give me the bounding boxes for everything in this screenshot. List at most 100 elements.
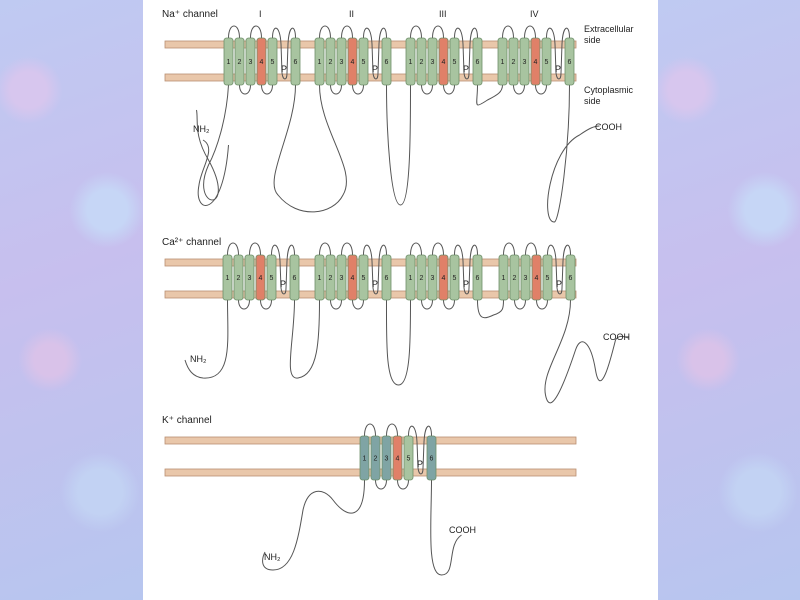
- connecting-loop: [502, 25, 514, 39]
- segment-label: 1: [318, 275, 322, 282]
- segment-s6-helix: [472, 37, 483, 86]
- segment-label: 6: [476, 275, 480, 282]
- pore-label: P: [463, 64, 469, 74]
- connecting-loop: [364, 423, 376, 437]
- connecting-loop: [261, 84, 273, 95]
- segment-s5-helix: [266, 254, 277, 301]
- segment-s6-helix: [290, 37, 301, 86]
- domain-label-i: I: [259, 9, 262, 19]
- connecting-loop: [514, 299, 526, 310]
- pore-label: P: [555, 64, 561, 74]
- pore-loop: [454, 244, 478, 295]
- segment-label: 6: [385, 275, 389, 282]
- connecting-loop: [397, 479, 409, 490]
- k-membrane-inner-leaflet: [164, 468, 577, 477]
- segment-s5-helix: [542, 254, 553, 301]
- segment-s5-helix: [267, 37, 278, 86]
- segment-s3-helix: [245, 37, 256, 86]
- ca-membrane-inner-leaflet: [164, 290, 577, 299]
- na-membrane-inner-leaflet: [164, 73, 577, 82]
- connecting-loop: [535, 84, 547, 95]
- segment-s6-helix: [381, 254, 392, 301]
- segment-label: 1: [409, 59, 413, 66]
- connecting-loop: [250, 25, 262, 39]
- pore-label: P: [463, 279, 469, 289]
- segment-s3-helix: [520, 254, 531, 301]
- segment-s6-helix: [381, 37, 392, 86]
- segment-s5-helix: [358, 37, 369, 86]
- connecting-loop: [536, 299, 548, 310]
- segment-s1-helix: [497, 37, 508, 86]
- connecting-loop: [410, 25, 422, 39]
- segment-label: 1: [501, 59, 505, 66]
- segment-label: 5: [545, 59, 549, 66]
- connecting-loop: [249, 242, 261, 256]
- segment-s1-helix: [405, 37, 416, 86]
- domain-label-iii: III: [439, 9, 447, 19]
- segment-label: 1: [318, 59, 322, 66]
- cytoplasmic-label-2: side: [584, 96, 601, 106]
- segment-label: 2: [329, 59, 333, 66]
- connecting-loop: [227, 242, 239, 256]
- ca-linker-iii-iv: [477, 299, 504, 319]
- na-linker-i-ii: [273, 84, 347, 213]
- segment-label: 4: [351, 275, 355, 282]
- segment-s4-helix: [530, 37, 541, 86]
- segment-label: 3: [248, 275, 252, 282]
- segment-label: 3: [249, 59, 253, 66]
- connecting-loop: [260, 299, 272, 310]
- na-c-terminal-tail: [547, 84, 600, 223]
- segment-label: 2: [512, 59, 516, 66]
- segment-s2-helix: [233, 254, 244, 301]
- domain-label-ii: II: [349, 9, 354, 19]
- connecting-loop: [443, 84, 455, 95]
- segment-label: 3: [340, 59, 344, 66]
- connecting-loop: [319, 242, 331, 256]
- segment-label: 5: [271, 59, 275, 66]
- background-right: [658, 0, 800, 600]
- segment-s1-helix: [223, 37, 234, 86]
- segment-s4-helix: [392, 435, 403, 481]
- pore-label: P: [417, 459, 423, 469]
- k-c-terminus: COOH: [449, 525, 476, 535]
- pore-loop: [271, 244, 295, 295]
- na-n-terminal-segment: [197, 139, 229, 206]
- segment-s2-helix: [508, 37, 519, 86]
- extracellular-label-2: side: [584, 35, 601, 45]
- na-linker-iii-iv: [476, 84, 503, 106]
- connecting-loop: [432, 25, 444, 39]
- connecting-loop: [432, 242, 444, 256]
- na-n-terminus: NH₂: [193, 124, 210, 134]
- segment-s3-helix: [519, 37, 530, 86]
- segment-label: 4: [442, 275, 446, 282]
- ca-n-terminus: NH₂: [190, 354, 207, 364]
- na-c-terminus: COOH: [595, 122, 622, 132]
- segment-s3-helix: [336, 254, 347, 301]
- segment-s4-helix: [256, 37, 267, 86]
- segment-label: 3: [523, 59, 527, 66]
- ca-membrane-outer-leaflet: [164, 258, 577, 267]
- segment-s5-helix: [358, 254, 369, 301]
- connecting-loop: [330, 299, 342, 310]
- na-n-terminal-tail: [196, 84, 229, 201]
- segment-s2-helix: [325, 37, 336, 86]
- segment-s3-helix: [336, 37, 347, 86]
- segment-s1-helix: [222, 254, 233, 301]
- segment-s2-helix: [370, 435, 381, 481]
- pore-label: P: [556, 279, 562, 289]
- segment-s4-helix: [347, 37, 358, 86]
- connecting-loop: [352, 84, 364, 95]
- segment-s5-helix: [403, 435, 414, 481]
- k-n-terminal-tail: [262, 479, 365, 571]
- pore-label: P: [281, 64, 287, 74]
- segment-label: 4: [259, 275, 263, 282]
- segment-label: 2: [420, 275, 424, 282]
- segment-label: 3: [431, 59, 435, 66]
- segment-s5-helix: [449, 37, 460, 86]
- segment-label: 6: [569, 275, 573, 282]
- segment-label: 5: [362, 275, 366, 282]
- segment-s1-helix: [359, 435, 370, 481]
- connecting-loop: [421, 84, 433, 95]
- connecting-loop: [421, 299, 433, 310]
